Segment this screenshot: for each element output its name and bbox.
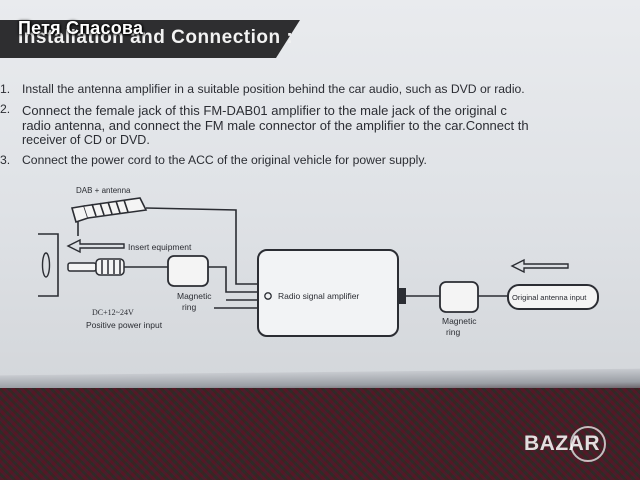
step-2-line-3: receiver of CD or DVD. xyxy=(22,133,150,147)
magnetic-ring-left-icon xyxy=(167,255,209,287)
magnetic-ring-right-label-2: ring xyxy=(446,327,460,337)
logo-ring xyxy=(570,426,606,462)
left-arrow-right-icon xyxy=(510,258,569,274)
amplifier-connector xyxy=(398,288,406,304)
dab-antenna-icon xyxy=(70,197,148,236)
magnetic-ring-right-label-1: Magnetic xyxy=(442,316,477,326)
power-indicator-icon xyxy=(264,292,272,300)
positive-power-label: Positive power input xyxy=(86,320,163,330)
step-1-number: 1. xyxy=(0,82,11,96)
bazar-logo: BAZAR xyxy=(524,432,600,455)
step-2-line-2: radio antenna, and connect the FM male c… xyxy=(22,118,529,133)
plug-icon xyxy=(67,258,125,276)
step-1-text: Install the antenna amplifier in a suita… xyxy=(22,82,525,96)
amplifier-label: Radio signal amplifier xyxy=(278,291,359,301)
step-3-text: Connect the power cord to the ACC of the… xyxy=(22,153,427,167)
background-carpet xyxy=(0,388,640,480)
step-2-number: 2. xyxy=(0,102,11,116)
seller-watermark: Петя Спасова xyxy=(18,18,144,38)
original-antenna-label: Original antenna input xyxy=(512,293,587,302)
original-antenna-input-box xyxy=(507,284,599,310)
section-title: Installation and Connection : xyxy=(18,27,294,48)
step-3-number: 3. xyxy=(0,153,11,167)
magnetic-ring-left-label-1: Magnetic xyxy=(177,291,212,301)
socket-icon xyxy=(41,252,51,278)
dab-cable xyxy=(145,207,258,285)
left-arrow-icon xyxy=(66,238,125,254)
magnetic-ring-right-icon xyxy=(439,281,479,313)
left-ring-cable xyxy=(208,266,258,293)
insert-equipment-bracket xyxy=(38,233,59,297)
title-bar xyxy=(0,20,300,58)
insert-equipment-label: Insert equipment xyxy=(128,242,192,252)
step-2-line-1: Connect the female jack of this FM-DAB01… xyxy=(22,103,507,118)
dab-antenna-label: DAB + antenna xyxy=(76,186,131,195)
magnetic-ring-left-label-2: ring xyxy=(182,302,196,312)
dc-voltage-label: DC+12~24V xyxy=(92,308,134,317)
